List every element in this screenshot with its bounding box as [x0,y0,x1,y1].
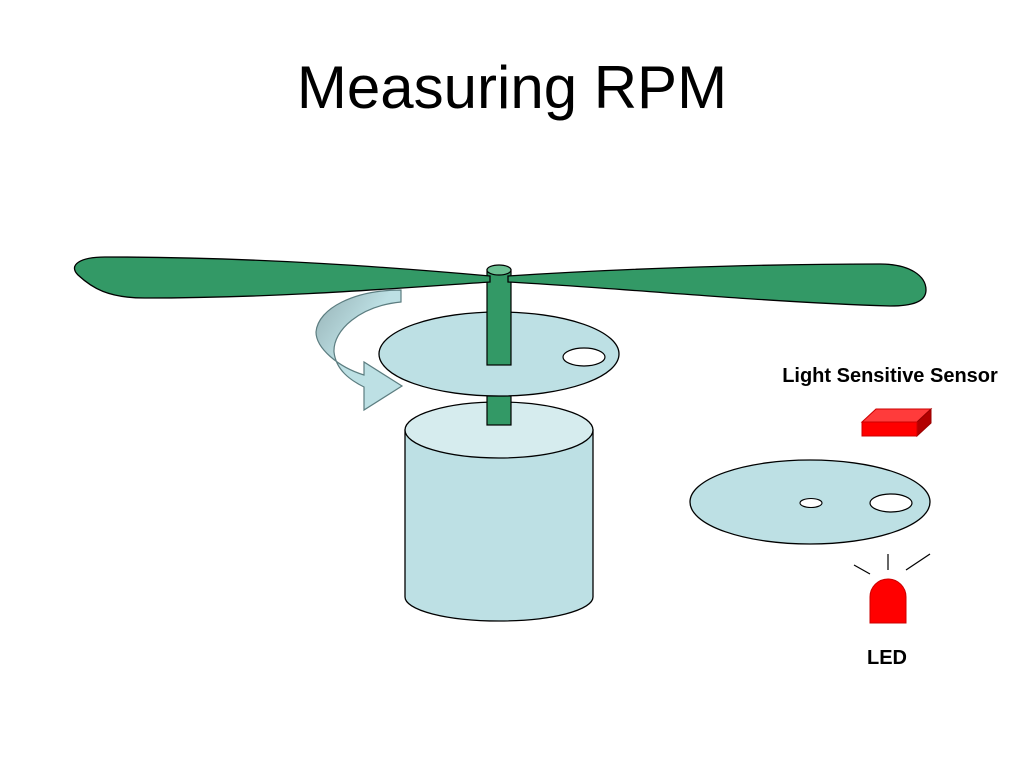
slide-title: Measuring RPM [296,54,728,121]
side-disc-large-hole [869,493,913,513]
side-disc [689,459,931,545]
led-rays [853,553,931,575]
sensor-label: Light Sensitive Sensor [782,365,998,387]
shaft-lower [486,395,512,426]
disc-hole [562,347,606,367]
light-sensor [860,407,933,438]
propeller-blade-left [73,256,491,299]
shaft-upper [486,264,512,366]
led-icon [869,578,907,624]
motor-cylinder [404,401,594,622]
led-label: LED [867,647,907,669]
propeller-blade-right [507,263,927,307]
side-disc-small-hole [799,497,823,509]
rotation-arrow-icon [315,289,404,412]
propeller [73,256,927,307]
